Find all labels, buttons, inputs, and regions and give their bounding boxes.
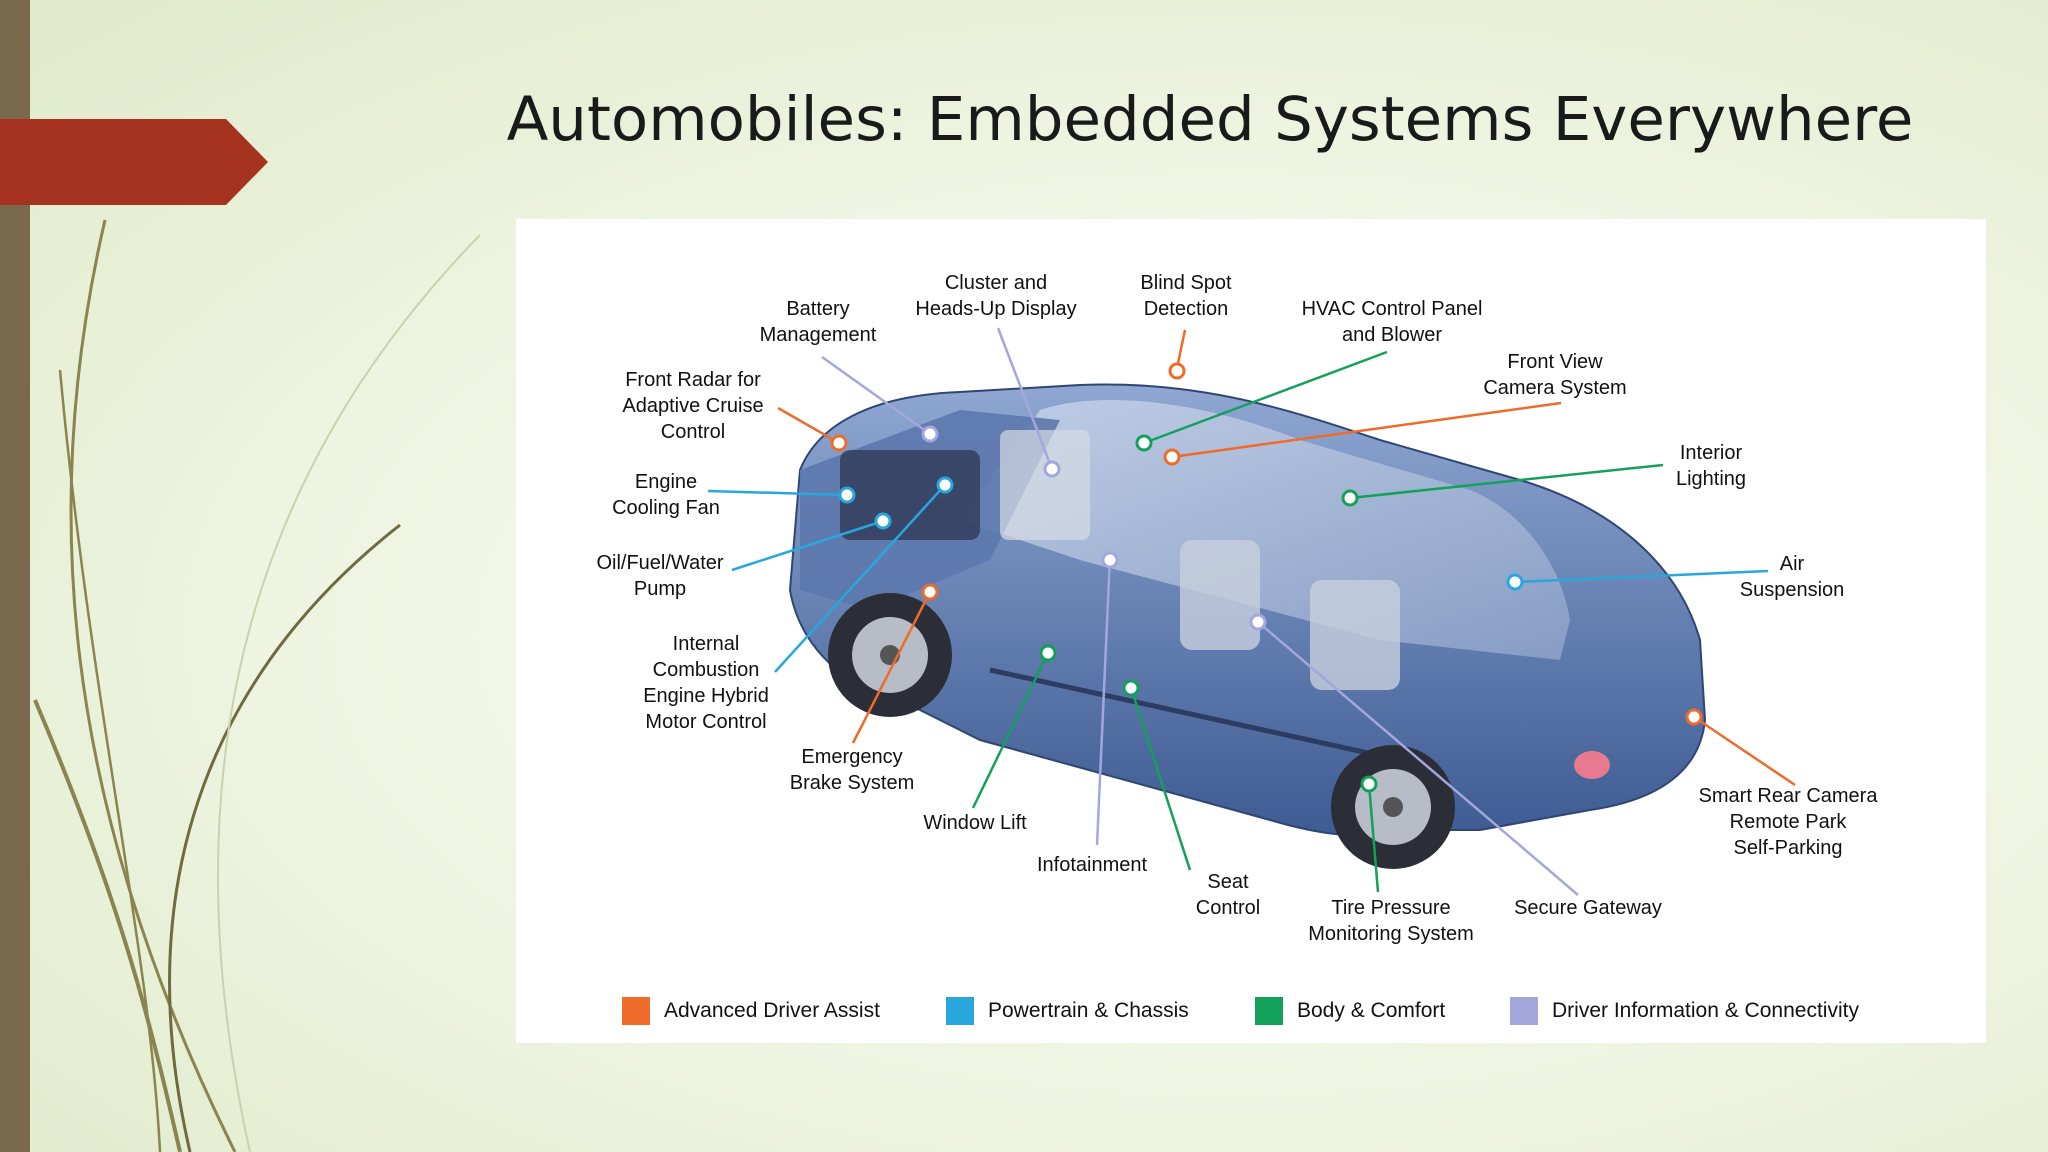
label-window-lift: Window Lift — [923, 812, 1027, 834]
legend-driver-information: Driver Information & Connectivity — [1510, 996, 1859, 1026]
label-battery-management: Battery Management — [759, 298, 877, 346]
legend-advanced-driver-assist: Advanced Driver Assist — [622, 996, 880, 1026]
label-engine-cooling-fan: Engine Cooling Fan — [612, 471, 720, 519]
legend-label: Body & Comfort — [1297, 999, 1446, 1022]
label-front-radar: Front Radar for Adaptive Cruise Control — [622, 369, 764, 443]
label-smart-rear-camera: Smart Rear Camera Remote Park Self-Parki… — [1698, 785, 1878, 859]
legend-swatch — [1255, 997, 1283, 1025]
slide-title: Automobiles: Embedded Systems Everywhere — [506, 84, 1914, 155]
label-blind-spot: Blind Spot Detection — [1140, 272, 1232, 320]
legend-swatch — [946, 997, 974, 1025]
label-infotainment: Infotainment — [1036, 854, 1148, 876]
label-air-suspension: Air Suspension — [1739, 553, 1845, 601]
legend-swatch — [622, 997, 650, 1025]
legend-label: Driver Information & Connectivity — [1552, 999, 1859, 1022]
rear-wheel — [1331, 745, 1455, 869]
front-wheel — [828, 593, 952, 717]
label-interior-lighting: Interior Lighting — [1675, 442, 1747, 490]
label-front-camera: Front View Camera System — [1483, 351, 1627, 399]
legend-label: Powertrain & Chassis — [988, 999, 1189, 1022]
label-emergency-brake: Emergency Brake System — [789, 746, 915, 794]
label-tire-pressure: Tire Pressure Monitoring System — [1308, 897, 1474, 945]
label-secure-gateway: Secure Gateway — [1514, 897, 1662, 919]
label-pump: Oil/Fuel/Water Pump — [596, 552, 724, 600]
label-cluster-hud: Cluster and Heads-Up Display — [915, 272, 1077, 320]
label-ice-hybrid: Internal Combustion Engine Hybrid Motor … — [643, 633, 769, 733]
legend-body-comfort: Body & Comfort — [1255, 996, 1445, 1026]
title-arrow-tab — [0, 119, 268, 205]
label-hvac: HVAC Control Panel and Blower — [1301, 298, 1483, 346]
legend-swatch — [1510, 997, 1538, 1025]
label-seat-control: Seat Control — [1195, 871, 1261, 919]
legend-powertrain-chassis: Powertrain & Chassis — [946, 996, 1189, 1026]
legend-label: Advanced Driver Assist — [664, 999, 880, 1022]
